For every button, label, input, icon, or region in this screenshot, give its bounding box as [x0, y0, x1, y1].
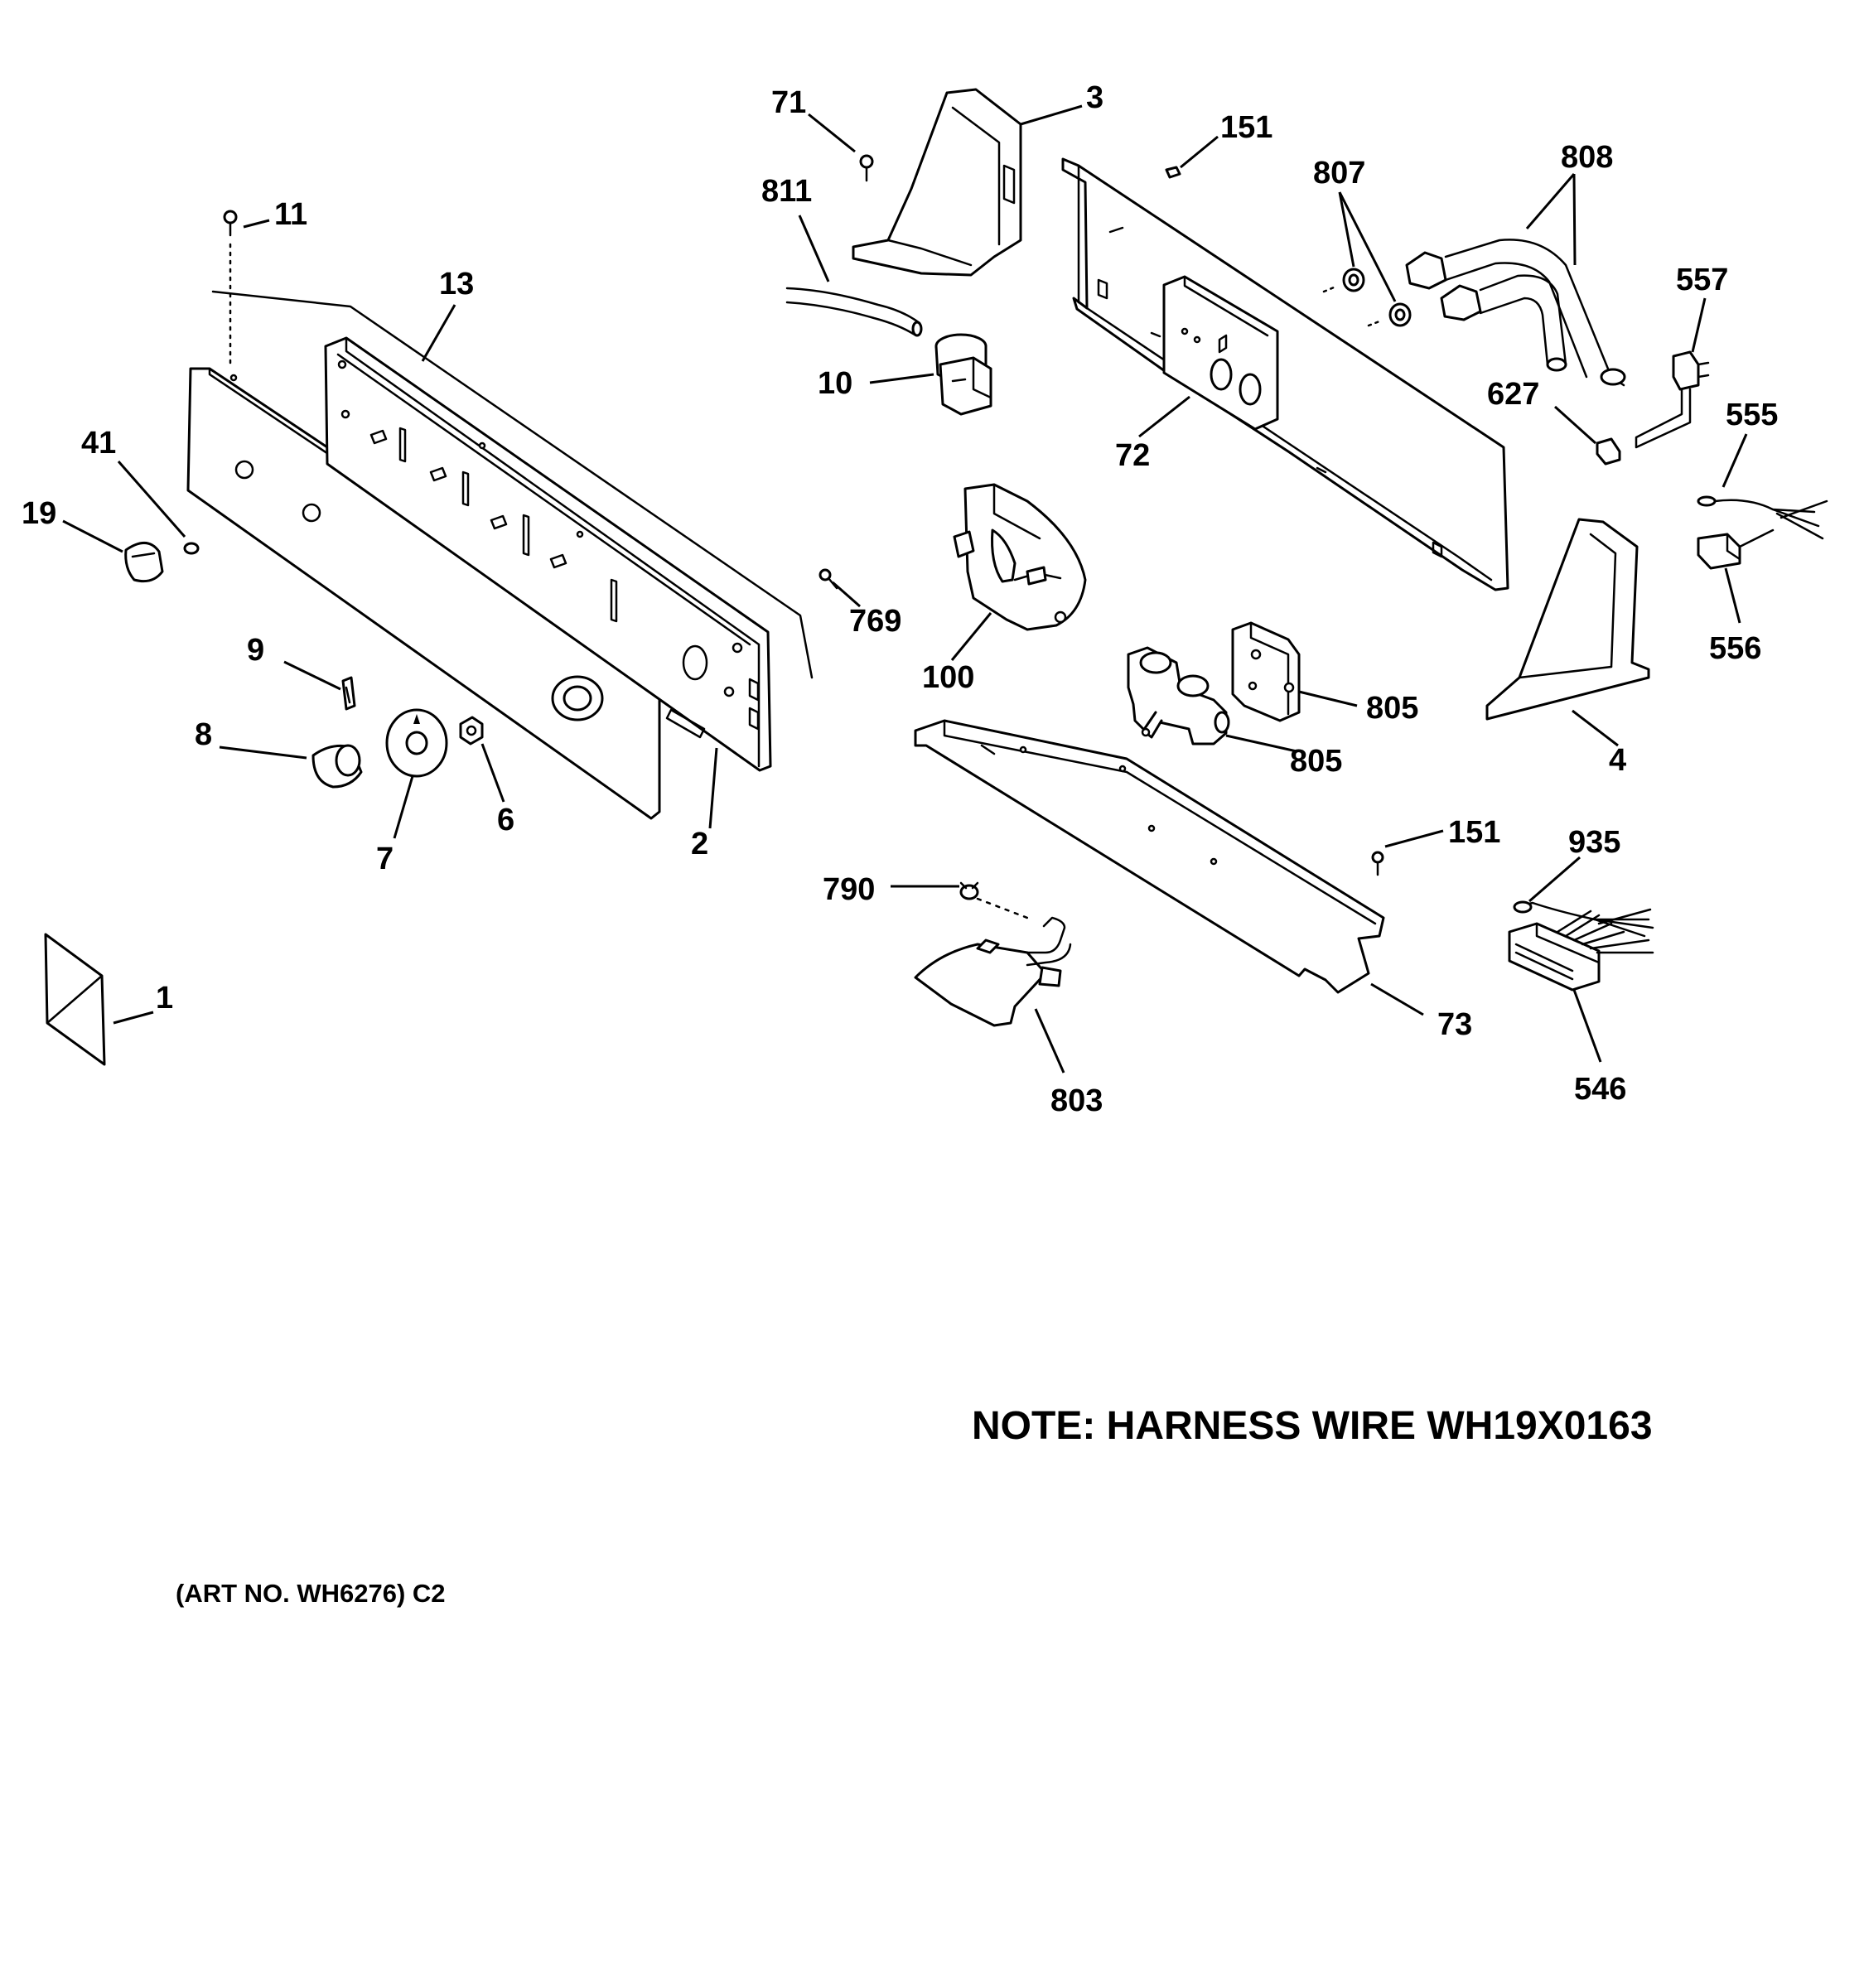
- callout-935: 935: [1568, 825, 1620, 860]
- callout-labels: 71 3 151 811 807 808 11 13 557 10 627 55…: [22, 80, 1778, 1118]
- callout-10: 10: [818, 366, 852, 401]
- part-3-end-cap: [852, 88, 1022, 277]
- callout-803: 803: [1050, 1083, 1103, 1118]
- callout-6: 6: [497, 803, 514, 837]
- part-546-harness-block: [1508, 910, 1654, 992]
- part-10-pressure-switch: [934, 333, 992, 416]
- part-7-dial: [385, 708, 448, 778]
- callout-805-bracket: 805: [1366, 691, 1418, 726]
- part-6-nut: [459, 716, 484, 746]
- part-72-rear-panel: [1061, 157, 1509, 591]
- part-807-washers: [1322, 268, 1412, 327]
- callout-151-lower: 151: [1448, 815, 1500, 850]
- callout-7: 7: [376, 842, 394, 876]
- part-803-inlet: [914, 916, 1072, 1027]
- harness-note: NOTE: HARNESS WIRE WH19X0163: [972, 1404, 1653, 1448]
- callout-555: 555: [1726, 398, 1778, 432]
- callout-811: 811: [761, 174, 812, 209]
- part-19-knob: [124, 542, 164, 583]
- art-number: (ART NO. WH6276) C2: [176, 1579, 446, 1608]
- part-71-screw: [859, 154, 874, 182]
- part-151-screw-lower: [1371, 851, 1384, 876]
- callout-19: 19: [22, 496, 56, 531]
- callout-71: 71: [771, 85, 806, 120]
- callout-72: 72: [1115, 438, 1150, 473]
- part-151-screw-top: [1165, 166, 1181, 179]
- part-805-water-valve: [1127, 646, 1230, 746]
- part-1-literature: [44, 933, 106, 1066]
- part-790-clamp: [959, 881, 1029, 919]
- callout-546: 546: [1574, 1072, 1626, 1107]
- callout-790: 790: [823, 872, 875, 907]
- callout-556: 556: [1709, 631, 1761, 666]
- part-556-connector: [1697, 528, 1775, 570]
- callout-627: 627: [1487, 377, 1539, 412]
- callout-3: 3: [1086, 80, 1103, 115]
- callout-807: 807: [1313, 156, 1365, 191]
- callout-73: 73: [1437, 1007, 1472, 1042]
- part-4-end-cap: [1485, 518, 1650, 721]
- callout-151-top: 151: [1220, 110, 1272, 145]
- part-11-screw: [223, 210, 238, 366]
- part-9-clip: [341, 676, 356, 711]
- part-627-plug: [1596, 437, 1621, 466]
- part-41-spring: [183, 542, 200, 555]
- callout-100: 100: [922, 660, 974, 695]
- part-811-hose: [785, 287, 923, 337]
- callout-2: 2: [691, 827, 708, 861]
- callout-41: 41: [81, 426, 116, 461]
- callout-805-valve: 805: [1290, 744, 1342, 779]
- part-control-panel-front: [186, 367, 661, 820]
- callout-9: 9: [247, 633, 264, 668]
- part-555-wire: [1697, 495, 1828, 540]
- callout-769: 769: [849, 604, 901, 639]
- part-2-bracket-panel: [324, 336, 772, 772]
- callout-4: 4: [1609, 743, 1626, 778]
- part-557-cord: [1635, 350, 1710, 449]
- part-805-bracket: [1231, 621, 1301, 722]
- part-8-knob: [311, 744, 363, 789]
- part-100-timer: [953, 483, 1087, 631]
- callout-13: 13: [439, 267, 474, 302]
- callout-808: 808: [1561, 140, 1613, 175]
- callout-1: 1: [156, 981, 173, 1016]
- callout-8: 8: [195, 717, 212, 752]
- part-13-trim: [211, 290, 814, 679]
- part-73-bottom-rail: [914, 719, 1385, 994]
- callout-557: 557: [1676, 263, 1728, 297]
- callout-11: 11: [274, 197, 307, 232]
- part-808-hoses: [1405, 239, 1626, 387]
- leader-lines: [62, 104, 1748, 1074]
